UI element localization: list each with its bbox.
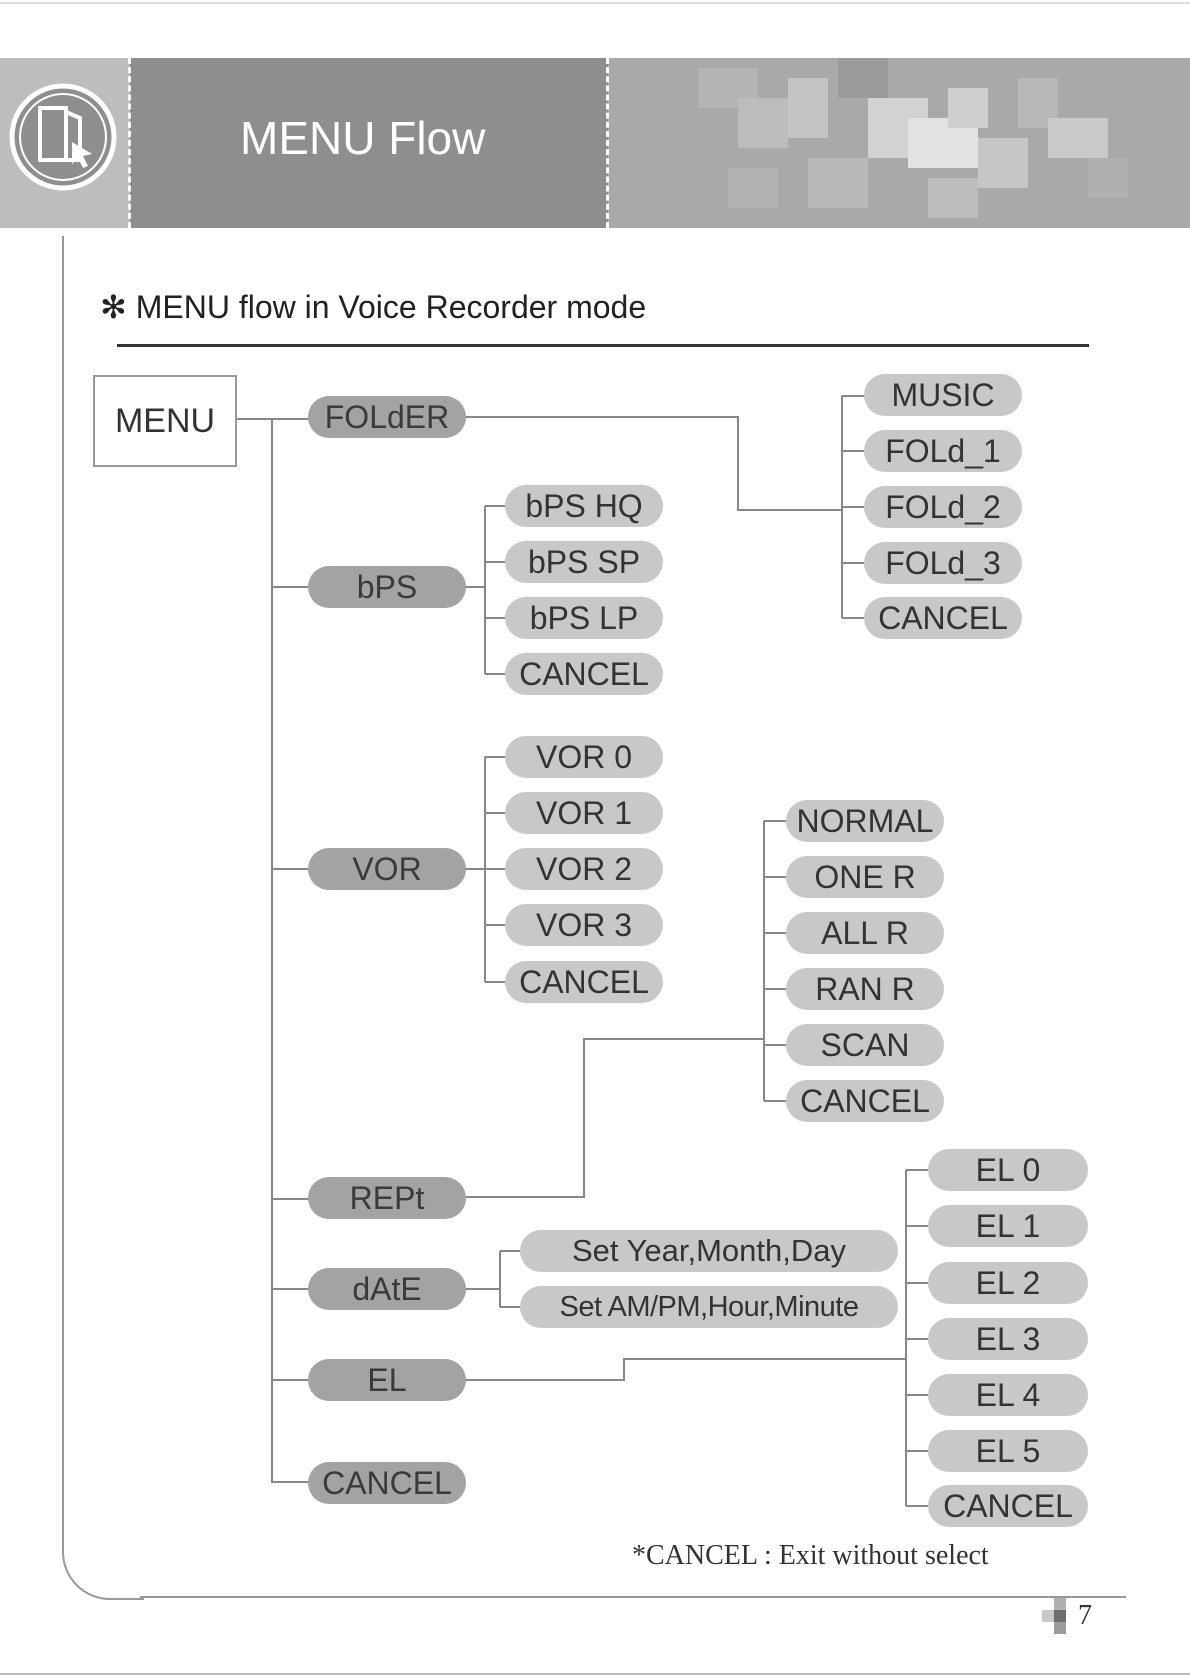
el-option: CANCEL <box>928 1485 1088 1527</box>
bps-option: bPS HQ <box>505 485 663 527</box>
repeat-option: NORMAL <box>786 800 944 842</box>
folder-option: CANCEL <box>864 597 1022 639</box>
repeat-option: RAN R <box>786 968 944 1010</box>
repeat-option: ALL R <box>786 912 944 954</box>
el-option: EL 1 <box>928 1205 1088 1247</box>
menu-item-bps: bPS <box>308 566 466 608</box>
menu-item-date: dAtE <box>308 1268 466 1310</box>
section-heading: ✻ MENU flow in Voice Recorder mode <box>100 289 647 325</box>
vor-option: CANCEL <box>505 961 663 1003</box>
vor-option: VOR 3 <box>505 904 663 946</box>
cancel-footnote: *CANCEL : Exit without select <box>632 1540 989 1571</box>
folder-option: FOLd_3 <box>864 542 1022 584</box>
folder-option: FOLd_1 <box>864 430 1022 472</box>
page-marker-icon <box>1040 1596 1070 1638</box>
menu-item-el: EL <box>308 1359 466 1401</box>
page-frame-corner <box>62 236 144 1600</box>
date-option: Set Year,Month,Day <box>520 1230 898 1272</box>
el-option: EL 2 <box>928 1262 1088 1304</box>
page-frame-bottom <box>140 1596 1126 1598</box>
menu-item-cancel: CANCEL <box>308 1462 466 1504</box>
header-divider-right <box>606 58 609 228</box>
el-option: EL 4 <box>928 1374 1088 1416</box>
bps-option: bPS LP <box>505 597 663 639</box>
page-number: 7 <box>1078 1600 1092 1631</box>
vor-option: VOR 0 <box>505 736 663 778</box>
menu-item-vor: VOR <box>308 848 466 890</box>
vor-option: VOR 1 <box>505 792 663 834</box>
bottom-rule <box>0 1673 1190 1675</box>
book-cursor-icon <box>8 82 118 192</box>
repeat-option: ONE R <box>786 856 944 898</box>
header-divider-left <box>128 58 131 228</box>
header-title-block <box>130 58 608 228</box>
header-pixel-pattern <box>608 58 1190 228</box>
time-option: Set AM/PM,Hour,Minute <box>520 1286 898 1328</box>
el-option: EL 0 <box>928 1149 1088 1191</box>
bps-option: CANCEL <box>505 653 663 695</box>
repeat-option: SCAN <box>786 1024 944 1066</box>
menu-item-rept: REPt <box>308 1177 466 1219</box>
folder-option: MUSIC <box>864 374 1022 416</box>
mosaic-pattern <box>608 58 1190 228</box>
el-option: EL 3 <box>928 1318 1088 1360</box>
section-underline <box>117 344 1089 347</box>
top-rule <box>0 2 1190 4</box>
el-option: EL 5 <box>928 1430 1088 1472</box>
menu-item-folder: FOLdER <box>308 396 466 438</box>
vor-option: VOR 2 <box>505 848 663 890</box>
bps-option: bPS SP <box>505 541 663 583</box>
page-title: MENU Flow <box>240 112 486 164</box>
repeat-option: CANCEL <box>786 1080 944 1122</box>
folder-option: FOLd_2 <box>864 486 1022 528</box>
menu-root-box: MENU <box>93 375 237 467</box>
